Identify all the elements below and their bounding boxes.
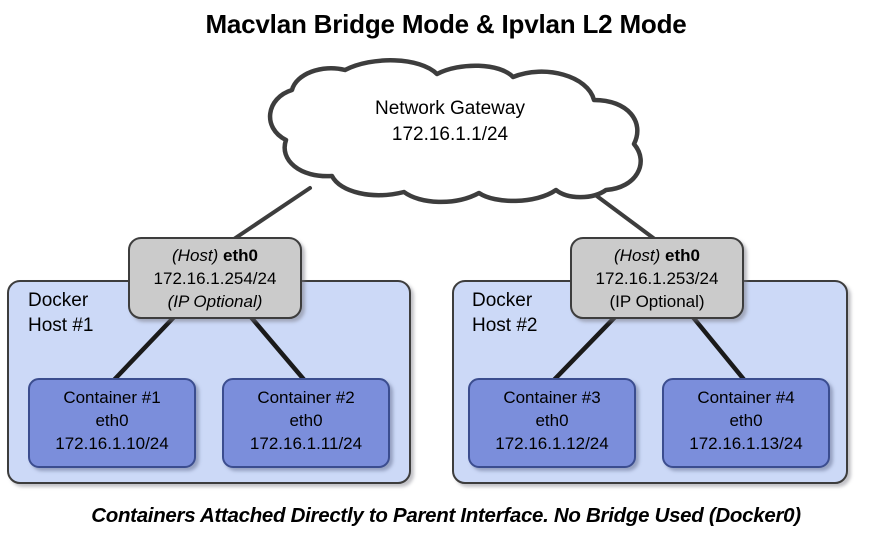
link-host1-eth0-to-container-1 [109, 313, 178, 385]
host-1-interface-note: (IP Optional) [167, 292, 263, 311]
page-title: Macvlan Bridge Mode & Ipvlan L2 Mode [205, 9, 687, 39]
host-2-interface-note: (IP Optional) [609, 292, 705, 311]
cloud-icon [268, 58, 643, 205]
link-cloud-to-host1 [226, 186, 312, 245]
host-1-interface-name: eth0 [223, 246, 258, 265]
container-ip: 172.16.1.11/24 [249, 434, 363, 453]
host-2-interface-ip: 172.16.1.253/24 [595, 269, 719, 288]
host-2-parent-interface-box[interactable]: (Host) eth0 172.16.1.253/24 (IP Optional… [570, 237, 744, 319]
host-2-interface-role: (Host) [614, 246, 661, 265]
docker-host-2-label: Docker Host #2 [472, 290, 538, 336]
container-box[interactable]: Container #1 eth0 172.16.1.10/24 [28, 378, 196, 468]
cloud-name: Network Gateway [375, 98, 525, 119]
container-name: Container #4 [697, 388, 795, 407]
container-interface: eth0 [289, 411, 323, 430]
host-1-interface-ip: 172.16.1.254/24 [153, 269, 277, 288]
container-name: Container #3 [503, 388, 601, 407]
host-2-interface-title: (Host) eth0 [572, 244, 742, 267]
link-cloud-to-host2 [584, 186, 662, 245]
container-box[interactable]: Container #2 eth0 172.16.1.11/24 [222, 378, 390, 468]
container-interface: eth0 [535, 411, 569, 430]
host-1-interface-role: (Host) [172, 246, 219, 265]
link-host2-eth0-to-container-4 [689, 313, 749, 385]
host-1-parent-interface-box[interactable]: (Host) eth0 172.16.1.254/24 (IP Optional… [128, 237, 302, 319]
container-name: Container #1 [63, 388, 161, 407]
container-interface: eth0 [729, 411, 763, 430]
container-box[interactable]: Container #3 eth0 172.16.1.12/24 [468, 378, 636, 468]
container-interface: eth0 [95, 411, 129, 430]
diagram-caption: Containers Attached Directly to Parent I… [91, 504, 801, 527]
container-ip: 172.16.1.13/24 [689, 434, 803, 453]
cloud-ip: 172.16.1.1/24 [391, 124, 509, 145]
host-1-interface-title: (Host) eth0 [130, 244, 300, 267]
container-ip: 172.16.1.12/24 [495, 434, 609, 453]
container-box[interactable]: Container #4 eth0 172.16.1.13/24 [662, 378, 830, 468]
docker-host-1-label: Docker Host #1 [28, 290, 94, 336]
container-name: Container #2 [257, 388, 355, 407]
link-host1-eth0-to-container-2 [247, 313, 309, 385]
cloud-label: Network Gateway 172.16.1.1/24 [310, 96, 590, 148]
link-host2-eth0-to-container-3 [549, 313, 619, 385]
container-ip: 172.16.1.10/24 [55, 434, 169, 453]
host-2-interface-name: eth0 [665, 246, 700, 265]
